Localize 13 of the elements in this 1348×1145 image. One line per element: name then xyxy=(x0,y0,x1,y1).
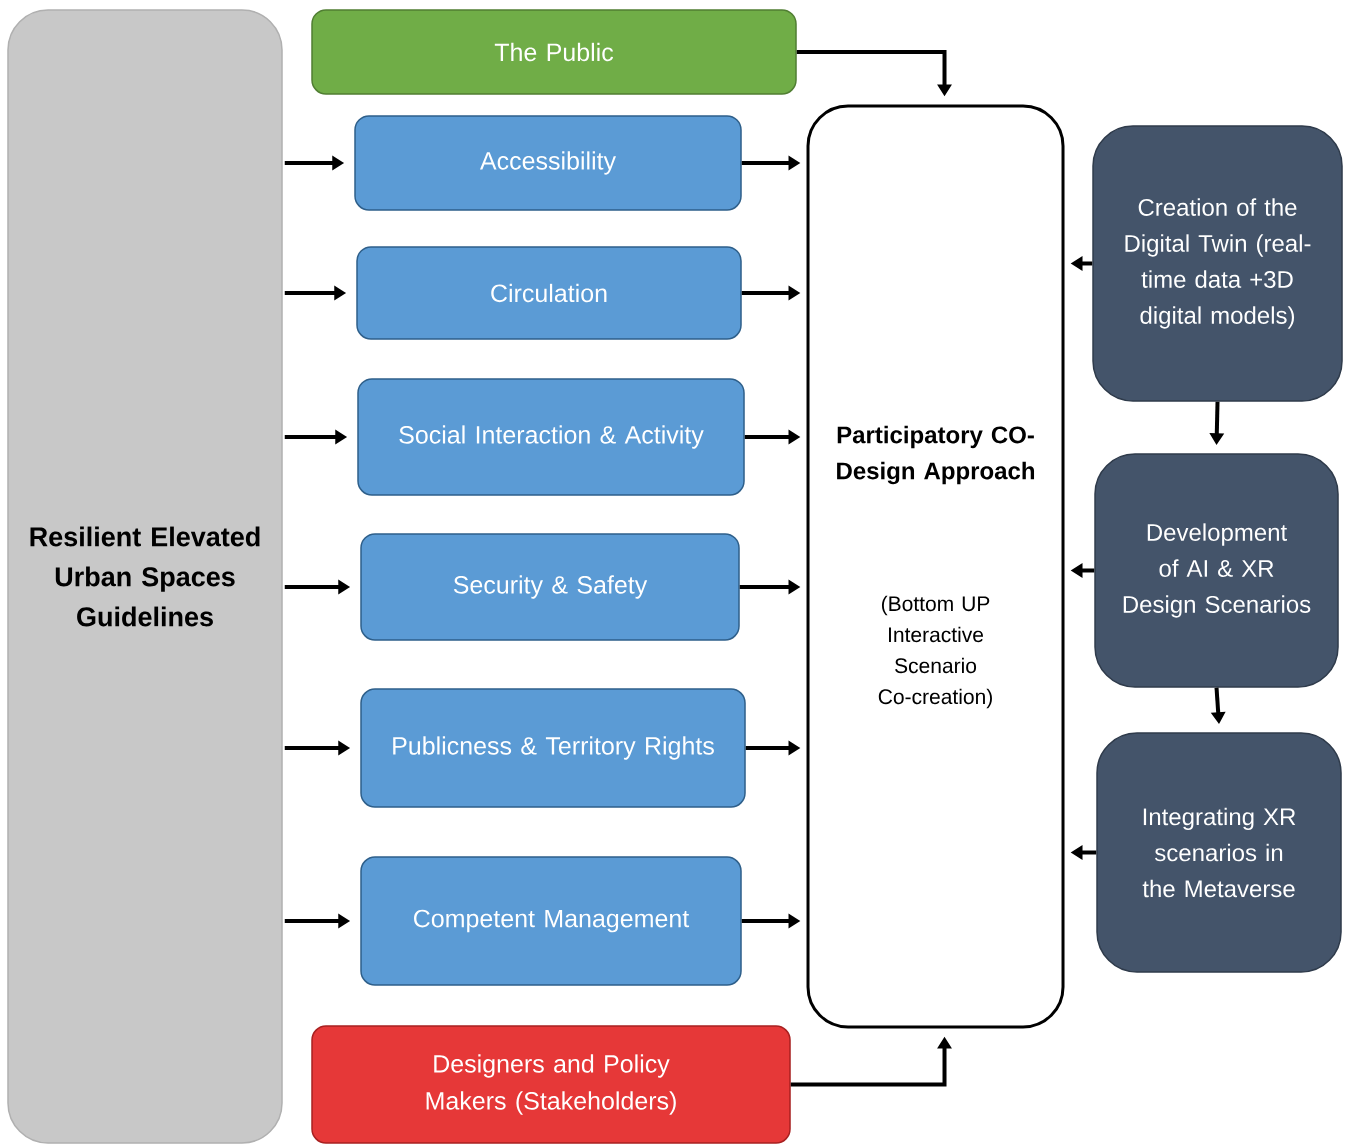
criterion-box: Publicness & Territory Rights xyxy=(360,688,746,808)
process-box: Development of AI & XR Design Scenarios xyxy=(1094,453,1339,688)
criterion-box: Accessibility xyxy=(354,115,742,211)
approach-box: Participatory CO-Design Approach (Bottom UP Interactive Scenario Co-creation) xyxy=(806,104,1065,1029)
criterion-box: Circulation xyxy=(356,246,742,340)
criterion-box: Competent Management xyxy=(360,856,742,986)
guideline-panel: Resilient Elevated Urban Spaces Guidelines xyxy=(7,9,283,1144)
criterion-box: Security & Safety xyxy=(360,533,740,641)
process-box: Integrating XR scenarios in the Metaverse xyxy=(1096,732,1342,973)
group-box: The Public xyxy=(311,9,797,95)
group-box: Designers and Policy Makers (Stakeholders) xyxy=(311,1025,791,1144)
criterion-box: Social Interaction & Activity xyxy=(357,378,745,496)
process-box: Creation of the Digital Twin (real-time data +3D digital models) xyxy=(1092,125,1343,402)
